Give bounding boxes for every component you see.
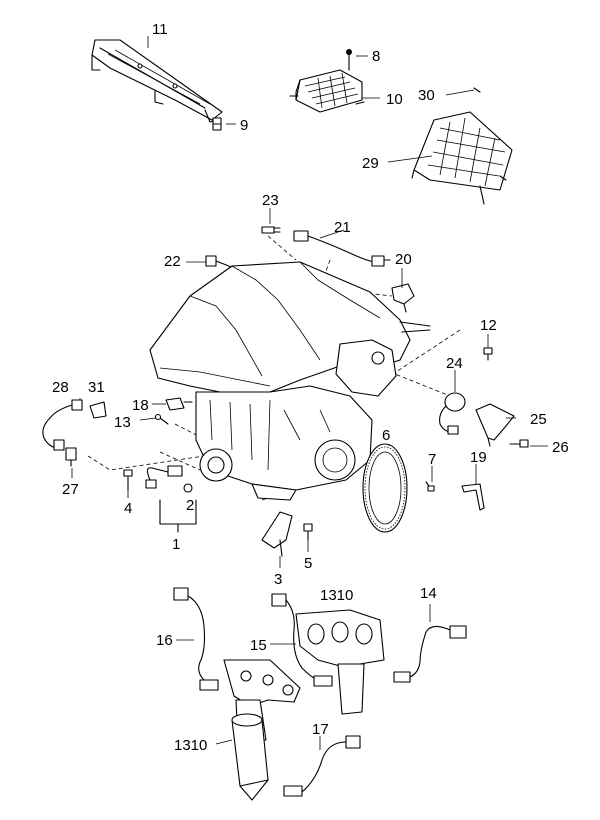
label-part-3: 3 <box>274 571 282 588</box>
part-labels: 11 9 8 10 30 29 23 21 22 20 12 24 28 31 … <box>52 21 569 754</box>
label-part-24: 24 <box>446 355 463 372</box>
label-part-31: 31 <box>88 379 105 396</box>
label-part-12: 12 <box>480 317 497 334</box>
label-part-14: 14 <box>420 585 437 602</box>
sensor-harness-part-21 <box>293 230 391 267</box>
label-part-6: 6 <box>382 427 390 444</box>
bracket-part-19 <box>461 483 485 511</box>
bolt-part-9 <box>212 117 222 131</box>
sensor-cable-part-28 <box>42 399 83 451</box>
washer-part-2 <box>183 483 193 493</box>
bracket-part-25 <box>475 403 515 447</box>
label-part-19: 19 <box>470 449 487 466</box>
label-part-11: 11 <box>152 21 168 38</box>
sensor-part-27 <box>65 447 77 467</box>
bolt-part-5 <box>303 523 313 541</box>
label-part-29: 29 <box>362 155 379 172</box>
label-part-22: 22 <box>164 253 181 270</box>
label-part-9: 9 <box>240 117 248 134</box>
label-part-1310-top: 1310 <box>320 587 353 604</box>
bracket-part-3 <box>261 511 293 557</box>
ring-gear-part-6 <box>362 443 408 533</box>
label-part-4: 4 <box>124 500 132 517</box>
label-part-10: 10 <box>386 91 403 108</box>
sensor-part-18 <box>165 397 193 411</box>
bracket-part-11 <box>91 39 223 123</box>
engine-assembly <box>149 261 431 501</box>
label-part-27: 27 <box>62 481 79 498</box>
clip-part-31 <box>89 401 107 419</box>
bolt-part-26 <box>509 439 529 448</box>
label-part-17: 17 <box>312 721 329 738</box>
bolt-part-8 <box>346 49 352 71</box>
o2-sensor-part-17 <box>283 735 361 797</box>
label-part-23: 23 <box>262 192 279 209</box>
label-part-16: 16 <box>156 632 173 649</box>
ecu-module-part-10 <box>289 69 365 113</box>
exhaust-manifold-right <box>295 609 385 715</box>
sensor-part-20 <box>391 283 415 313</box>
control-unit-part-29 <box>411 111 513 205</box>
label-part-30: 30 <box>418 87 435 104</box>
label-part-28: 28 <box>52 379 69 396</box>
o2-sensor-part-15 <box>271 593 333 687</box>
o2-sensor-part-14 <box>393 625 467 683</box>
bolt-part-7 <box>425 481 435 492</box>
label-part-18: 18 <box>132 397 149 414</box>
knock-sensor-part-24 <box>439 392 466 435</box>
label-part-13: 13 <box>114 414 131 431</box>
label-part-26: 26 <box>552 439 569 456</box>
bolt-part-13 <box>154 413 169 425</box>
label-part-2: 2 <box>186 497 194 514</box>
label-part-20: 20 <box>395 251 412 268</box>
label-part-21: 21 <box>334 219 351 236</box>
label-part-5: 5 <box>304 555 312 572</box>
o2-sensor-part-16 <box>173 587 219 691</box>
label-part-1310-bottom: 1310 <box>174 737 207 754</box>
sensor-assembly-part-1 <box>145 465 183 489</box>
label-part-1: 1 <box>172 536 180 553</box>
bolt-part-4 <box>123 469 133 491</box>
label-part-7: 7 <box>428 451 436 468</box>
bolt-part-12 <box>483 347 493 361</box>
label-part-8: 8 <box>372 48 380 65</box>
label-leaders <box>71 36 548 750</box>
catalytic-converter <box>231 713 269 801</box>
bolt-part-23 <box>261 226 281 234</box>
label-part-25: 25 <box>530 411 547 428</box>
pin-part-30 <box>473 87 481 93</box>
label-part-15: 15 <box>250 637 267 654</box>
